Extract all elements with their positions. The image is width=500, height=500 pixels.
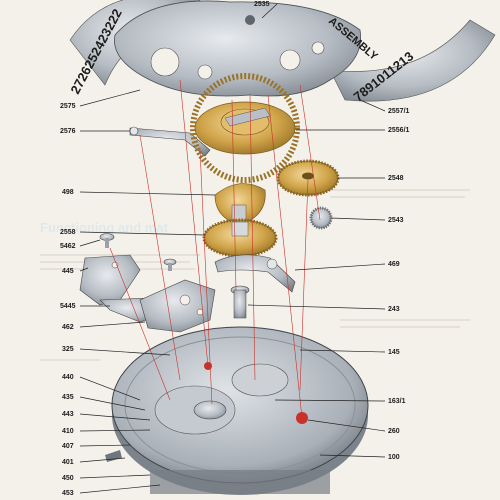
part-labels: 2535 2575 2557/1 2576 2556/1 2548 498 25… (60, 1, 410, 497)
label-462: 462 (62, 324, 74, 331)
label-445: 445 (62, 268, 74, 275)
label-2558: 2558 (60, 229, 76, 236)
label-2575: 2575 (60, 103, 76, 110)
gear-2543 (309, 206, 333, 230)
red-leaders (109, 79, 321, 419)
plate-445 (79, 254, 141, 306)
label-2576: 2576 (60, 128, 76, 135)
label-2556: 2556/1 (388, 127, 410, 134)
label-2535: 2535 (254, 1, 270, 8)
label-469: 469 (388, 261, 400, 268)
bridge-469 (214, 254, 296, 293)
gear-2548 (276, 159, 340, 197)
label-440: 440 (62, 374, 74, 381)
label-435: 435 (62, 394, 74, 401)
background-heading: Functioning and mat (40, 220, 168, 235)
stem-243 (230, 285, 250, 319)
label-498: 498 (62, 189, 74, 196)
label-145: 145 (388, 349, 400, 356)
bridge-462 (139, 279, 216, 333)
label-100: 100 (388, 454, 400, 461)
screw-small (163, 258, 177, 271)
label-453: 453 (62, 490, 74, 497)
cam-498 (214, 183, 266, 226)
label-163: 163/1 (388, 398, 406, 405)
label-243: 243 (388, 306, 400, 313)
gear-2558 (202, 218, 278, 258)
main-movement (105, 326, 369, 495)
label-325: 325 (62, 346, 74, 353)
label-407: 407 (62, 443, 74, 450)
label-2548: 2548 (388, 175, 404, 182)
label-410: 410 (62, 428, 74, 435)
label-5445: 5445 (60, 303, 76, 310)
label-leaders (79, 3, 386, 494)
label-2557: 2557/1 (388, 108, 410, 115)
label-443: 443 (62, 411, 74, 418)
lever-2576 (129, 126, 211, 157)
label-5462: 5462 (60, 243, 76, 250)
label-401: 401 (62, 459, 74, 466)
label-450: 450 (62, 475, 74, 482)
label-2543: 2543 (388, 217, 404, 224)
screw-5462 (99, 233, 115, 248)
label-260: 260 (388, 428, 400, 435)
